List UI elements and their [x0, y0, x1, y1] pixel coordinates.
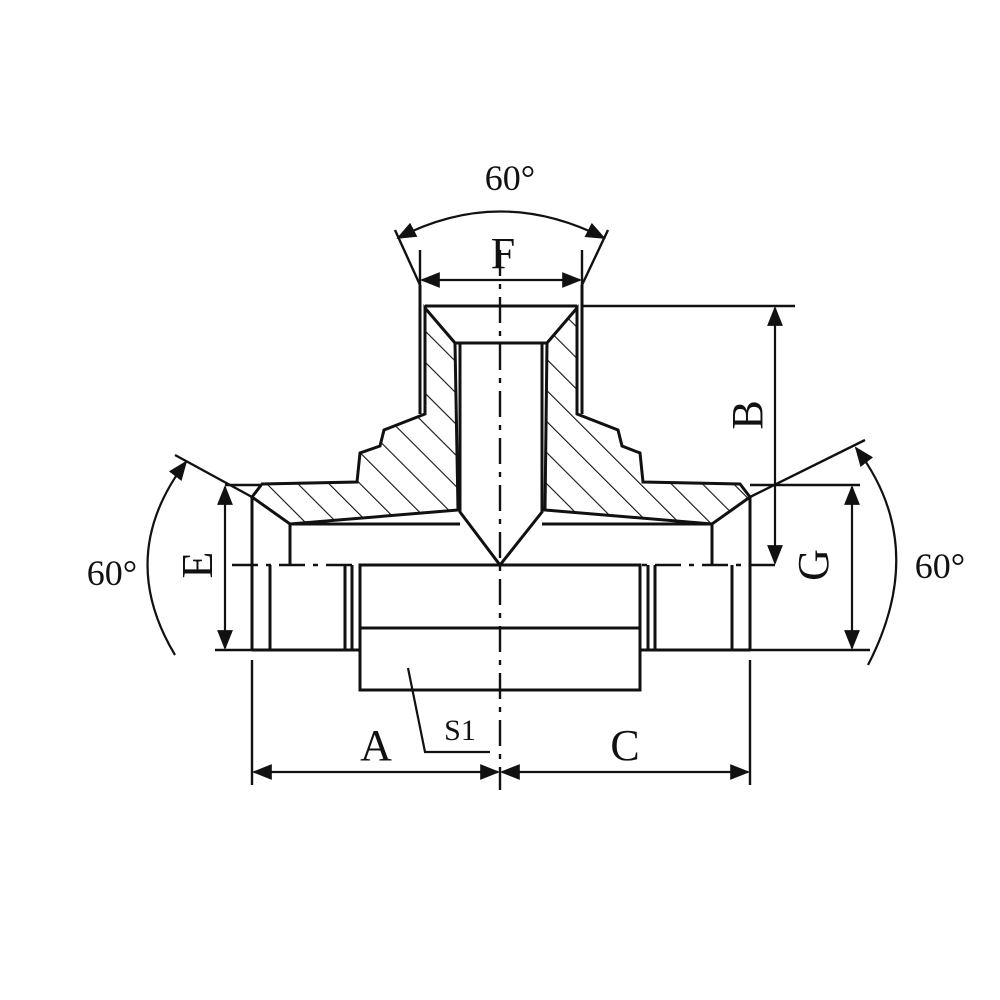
angle-left-arc [146, 460, 188, 656]
label-B: B [723, 400, 772, 429]
label-F: F [491, 229, 515, 278]
dimension-lines [146, 210, 898, 780]
hatched-section-left [249, 303, 460, 526]
hatched-section-right [543, 303, 753, 526]
label-A: A [360, 721, 392, 770]
label-G: G [789, 549, 838, 581]
label-E: E [173, 552, 222, 579]
angle-top-arc [396, 210, 606, 239]
centerlines [232, 250, 780, 790]
extension-lines [174, 229, 870, 785]
label-angle-right: 60° [915, 546, 965, 586]
angle-right-arc [854, 446, 898, 666]
label-S1: S1 [444, 714, 476, 747]
label-angle-top: 60° [485, 158, 535, 198]
label-angle-left: 60° [87, 553, 137, 593]
label-C: C [610, 721, 639, 770]
s1-leader [406, 667, 490, 754]
